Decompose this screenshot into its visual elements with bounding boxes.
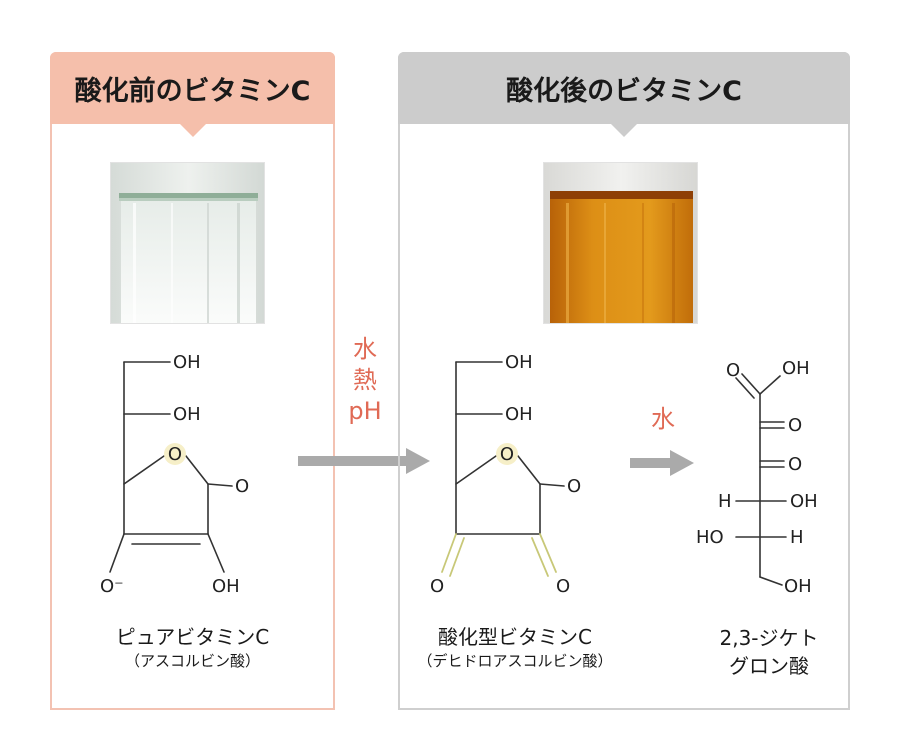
label-dehydro-sub: （デヒドロアスコルビン酸） <box>417 652 613 670</box>
panel-title-after-text: 酸化後のビタミンC <box>506 75 742 107</box>
photo-clear-solution <box>110 162 265 324</box>
atom-acid-carbonyl-oxygen: O <box>726 360 740 381</box>
atom-ho-c5: HO <box>696 527 724 548</box>
condition-ph: pH <box>348 397 382 425</box>
oxidation-arrow <box>298 448 430 474</box>
ascorbic-acid-structure: O OH OH O O⁻ OH <box>100 352 249 597</box>
brown-test-tube-image <box>544 163 697 323</box>
panel-title-before: 酸化前のビタミンC <box>50 52 335 137</box>
atom-oh-c6: OH <box>784 576 812 597</box>
label-dehydro: 酸化型ビタミンC （デヒドロアスコルビン酸） <box>400 624 630 672</box>
atom-acid-oh: OH <box>782 358 810 379</box>
header-pointer <box>610 123 638 137</box>
atom-keto-oxygen-2: O <box>788 415 802 436</box>
photo-brown-solution <box>543 162 698 324</box>
hydrolysis-condition: 水 <box>640 404 686 435</box>
atom-carbonyl-oxygen: O <box>235 476 249 497</box>
panel-before-oxidation: 酸化前のビタミンC <box>50 52 335 710</box>
dehydro-carbonyl-bonds-highlight <box>441 533 557 577</box>
panel-title-after: 酸化後のビタミンC <box>398 52 850 137</box>
atom-carbonyl-oxygen-left: O <box>430 576 444 597</box>
header-pointer <box>178 123 207 137</box>
atom-oh-bottom: OH <box>212 576 240 597</box>
ring-oxygen-highlight <box>164 443 186 465</box>
clear-test-tube-image <box>111 163 264 323</box>
atom-ring-oxygen: O <box>168 444 182 465</box>
label-diketo-line2: グロン酸 <box>729 654 809 678</box>
atom-oh-top: OH <box>505 352 533 373</box>
atom-oh-second: OH <box>505 404 533 425</box>
atom-ring-oxygen: O <box>500 444 514 465</box>
label-diketo: 2,3-ジケト グロン酸 <box>694 624 844 680</box>
label-diketo-line1: 2,3-ジケト <box>719 626 819 650</box>
oxidation-conditions: 水 熱 pH <box>330 334 400 427</box>
diketogulonic-acid-structure: O OH O O H OH HO H OH <box>696 358 818 597</box>
atom-h-c4: H <box>718 491 732 512</box>
label-dehydro-name: 酸化型ビタミンC <box>438 625 592 649</box>
label-ascorbic-name: ピュアビタミンC <box>115 625 270 649</box>
label-ascorbic-sub: （アスコルビン酸） <box>124 652 260 670</box>
atom-oh-c4: OH <box>790 491 818 512</box>
panel-title-before-text: 酸化前のビタミンC <box>74 75 311 107</box>
condition-heat: 熱 <box>353 366 377 394</box>
diketo-bonds <box>735 373 787 586</box>
condition-water-hydrolysis: 水 <box>651 405 675 433</box>
condition-water: 水 <box>353 335 377 363</box>
label-ascorbic: ピュアビタミンC （アスコルビン酸） <box>52 624 333 672</box>
ring-oxygen-highlight <box>496 443 518 465</box>
atom-h-c5: H <box>790 527 804 548</box>
atom-carbonyl-oxygen-right: O <box>556 576 570 597</box>
atom-oxide-anion: O⁻ <box>100 576 124 597</box>
ascorbic-bonds <box>109 361 233 573</box>
dehydro-bonds <box>455 361 565 535</box>
dehydroascorbic-acid-structure: O OH OH O O O <box>430 352 581 597</box>
panel-after-oxidation: 酸化後のビタミンC <box>398 52 850 710</box>
atom-oh-top: OH <box>173 352 201 373</box>
atom-carbonyl-oxygen: O <box>567 476 581 497</box>
atom-keto-oxygen-3: O <box>788 454 802 475</box>
hydrolysis-arrow <box>630 450 694 476</box>
atom-oh-second: OH <box>173 404 201 425</box>
